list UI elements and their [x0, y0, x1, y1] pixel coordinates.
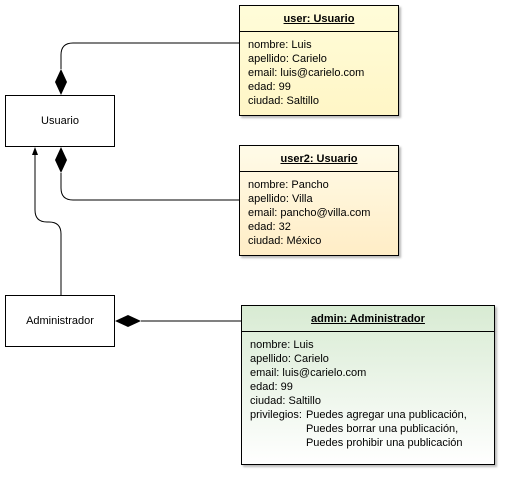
- attr-ciudad: ciudad: México: [248, 235, 322, 247]
- privilegio-item: Puedes prohibir una publicación: [305, 437, 463, 449]
- object-user-title: user: Usuario: [240, 6, 398, 32]
- attr-email: email: luis@carielo.com: [248, 67, 365, 79]
- attr-nombre: nombre: Pancho: [248, 179, 329, 191]
- connector-generalization: [34, 151, 62, 295]
- attr-privilegios: privilegios: Puedes agregar una publicac…: [250, 408, 486, 450]
- object-user2-attributes: nombre: Pancho apellido: Villa email: pa…: [240, 172, 398, 248]
- attr-nombre: nombre: Luis: [248, 39, 312, 51]
- object-admin: admin: Administrador nombre: Luis apelli…: [241, 305, 495, 465]
- privilegios-label: privilegios:: [250, 409, 302, 421]
- object-admin-attributes: nombre: Luis apellido: Carielo email: lu…: [242, 332, 494, 450]
- generalization-arrowhead: [32, 147, 38, 155]
- attr-edad: edad: 99: [250, 381, 293, 393]
- composition-diamond-user: [55, 69, 67, 95]
- object-user2: user2: Usuario nombre: Pancho apellido: …: [239, 145, 399, 256]
- attr-ciudad: ciudad: Saltillo: [250, 395, 321, 407]
- composition-diamond-user2: [55, 147, 67, 173]
- connector-user-usuario: [60, 42, 239, 69]
- privilegio-item: Puedes agregar una publicación,: [305, 409, 467, 421]
- privilegios-list: Puedes agregar una publicación, Puedes b…: [306, 408, 467, 450]
- class-administrador-label: Administrador: [26, 315, 94, 327]
- class-administrador: Administrador: [5, 295, 115, 347]
- class-usuario: Usuario: [5, 95, 115, 147]
- attr-email: email: pancho@villa.com: [248, 207, 371, 219]
- object-admin-title: admin: Administrador: [242, 306, 494, 332]
- attr-edad: edad: 99: [248, 81, 291, 93]
- attr-nombre: nombre: Luis: [250, 339, 314, 351]
- attr-edad: edad: 32: [248, 221, 291, 233]
- attr-ciudad: ciudad: Saltillo: [248, 95, 319, 107]
- attr-apellido: apellido: Carielo: [250, 353, 329, 365]
- connector-user2-usuario: [60, 173, 239, 201]
- object-user2-title: user2: Usuario: [240, 146, 398, 172]
- attr-apellido: apellido: Carielo: [248, 53, 327, 65]
- attr-email: email: luis@carielo.com: [250, 367, 367, 379]
- class-usuario-label: Usuario: [41, 115, 79, 127]
- composition-diamond-admin: [115, 315, 141, 327]
- attr-apellido: apellido: Villa: [248, 193, 313, 205]
- object-user: user: Usuario nombre: Luis apellido: Car…: [239, 5, 399, 116]
- object-user-attributes: nombre: Luis apellido: Carielo email: lu…: [240, 32, 398, 108]
- privilegio-item: Puedes borrar una publicación,: [305, 423, 459, 435]
